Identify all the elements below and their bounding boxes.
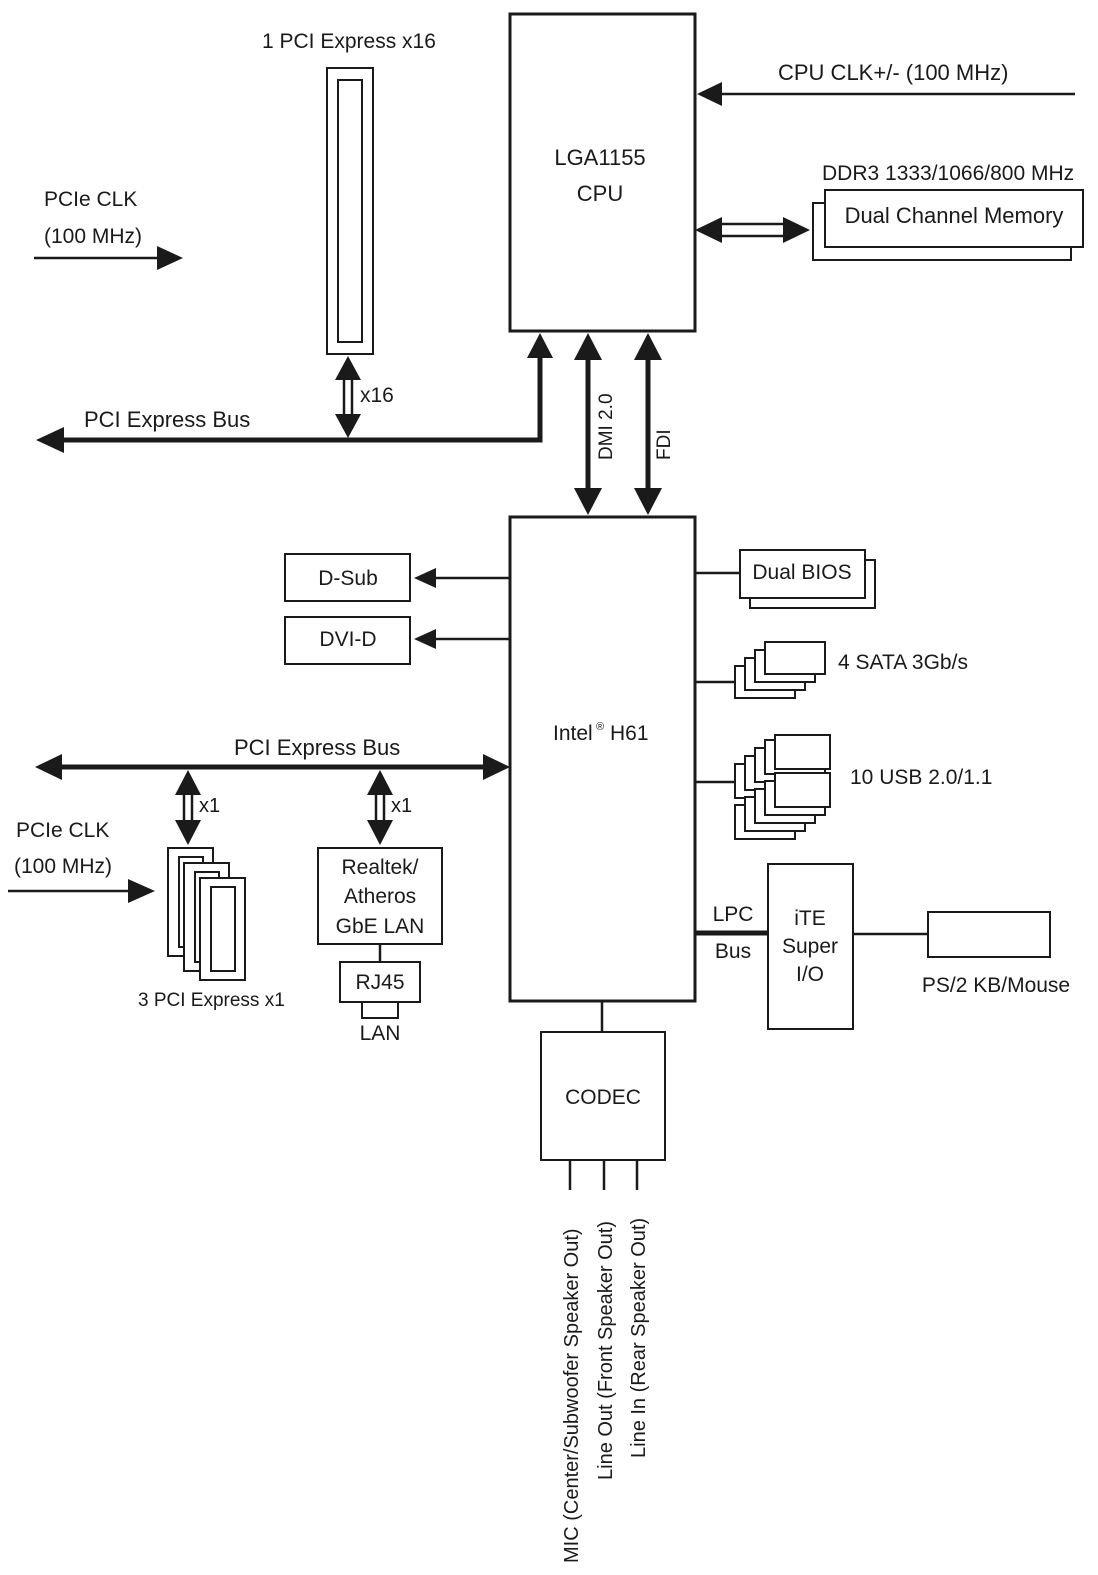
line-in-jack-label: Line In (Rear Speaker Out) [628,1218,650,1458]
rj45-port-tab [361,1001,399,1019]
pcie-x1-slots [167,847,246,981]
cpu-clk-label: CPU CLK+/- (100 MHz) [778,60,1008,85]
pci-express-bus-mid-label: PCI Express Bus [234,735,400,760]
x1-left-arrow [175,770,201,845]
pcie-clk-bottom-freq: (100 MHz) [14,855,112,878]
pcie-x1-slots-label: 3 PCI Express x1 [138,990,285,1011]
dsub-block: D-Sub [284,553,411,602]
x1-right-arrow [367,770,393,845]
rj45-label: RJ45 [355,971,404,994]
dmi-link-arrow [574,333,602,515]
fdi-label: FDI [654,429,675,460]
dual-bios-block: Dual BIOS [739,549,876,609]
dvid-label: DVI-D [319,628,376,651]
pcie-clk-bottom-arrow [8,879,155,903]
superio-super: Super [782,935,838,958]
x1-left-label: x1 [199,795,220,817]
superio-vendor: iTE [794,907,826,930]
pcie-clk-top-freq: (100 MHz) [44,225,142,248]
memory-link-arrow [695,217,810,243]
ite-super-io-block: iTE Super I/O [767,863,854,1030]
ps2-connector [927,911,1051,958]
cpu-block: LGA1155 CPU [508,12,697,333]
pci-express-bus-mid [35,754,510,780]
usb-ports-block [734,734,831,840]
pcie-x16-slot [326,67,374,355]
lpc-label: LPC [713,903,754,926]
registered-mark: ® [596,721,604,733]
dvid-arrow [414,629,510,649]
lan-chip-vendor-1: Realtek/ [341,856,418,879]
memory-label: Dual Channel Memory [845,203,1064,228]
cpu-clk-arrow [697,82,1075,106]
pcie-x16-slot-label: 1 PCI Express x16 [262,30,436,53]
dsub-label: D-Sub [318,567,378,590]
memory-spec-label: DDR3 1333/1066/800 MHz [822,162,1074,185]
lan-port-label: LAN [360,1022,401,1045]
cpu-label: CPU [577,181,623,206]
dsub-arrow [414,568,510,588]
dvid-block: DVI-D [284,616,411,665]
chipset-model-label: H61 [610,722,649,745]
x1-right-label: x1 [391,795,412,817]
x16-link-arrow [335,356,361,438]
codec-label: CODEC [565,1086,641,1109]
lan-chip-type: GbE LAN [336,915,425,938]
codec-block: CODEC [540,1031,666,1161]
pcie-clk-bottom-label: PCIe CLK [16,819,109,842]
pcie-clk-top-arrow [34,246,183,270]
pcie-clk-top-label: PCIe CLK [44,188,137,211]
sata-ports-block [734,641,826,699]
fdi-link-arrow [634,333,662,515]
cpu-model-label: LGA1155 [554,145,645,170]
pci-express-bus-top-label: PCI Express Bus [84,407,250,432]
dual-channel-memory-block: Dual Channel Memory [812,189,1084,261]
dmi-label: DMI 2.0 [596,393,617,460]
ps2-label: PS/2 KB/Mouse [922,974,1070,997]
superio-io: I/O [796,963,824,986]
sata-label: 4 SATA 3Gb/s [838,651,968,674]
x16-label: x16 [360,384,394,407]
rj45-block: RJ45 [339,961,421,1003]
chipset-vendor-label: Intel [553,722,593,745]
lan-chip-vendor-2: Atheros [344,885,416,908]
mic-jack-label: MIC (Center/Subwoofer Speaker Out) [561,1228,583,1563]
gbe-lan-block: Realtek/ Atheros GbE LAN [317,847,443,945]
dual-bios-label: Dual BIOS [752,561,851,584]
pci-express-bus-top [36,333,553,453]
usb-label: 10 USB 2.0/1.1 [850,766,992,789]
line-out-jack-label: Line Out (Front Speaker Out) [595,1221,617,1480]
lpc-bus-label: Bus [715,940,751,963]
intel-h61-chipset-block: Intel ® H61 [508,515,697,1003]
